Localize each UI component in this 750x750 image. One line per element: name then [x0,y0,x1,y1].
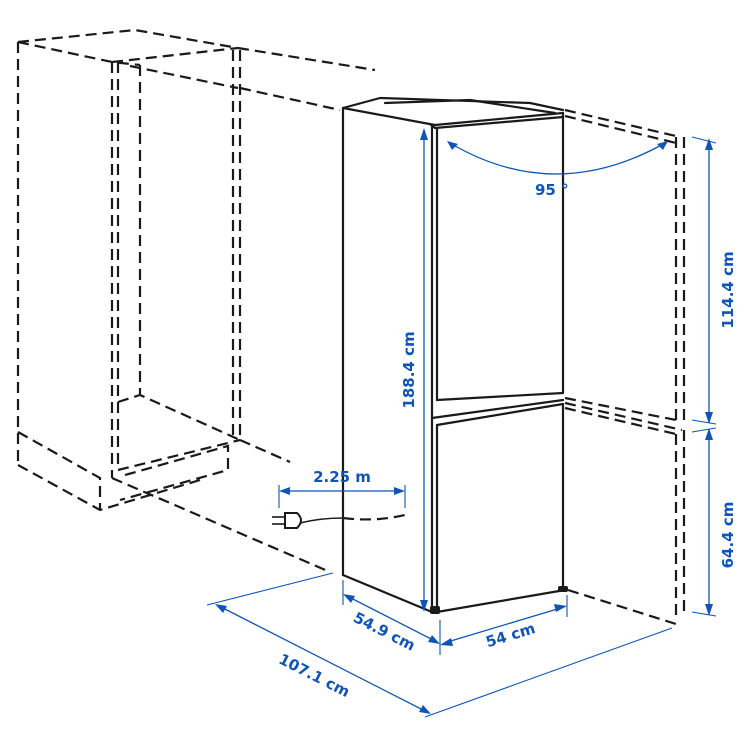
lower-niche-height-dimension: 64.4 cm [691,427,737,617]
appliance-width-dimension: 54 cm [440,595,568,651]
lower-niche-height-label: 64.4 cm [719,502,737,569]
fridge-freezer [341,96,568,614]
appliance-height-label: 188.4 cm [400,331,418,408]
upper-niche-height-label: 114.4 cm [719,251,737,328]
appliance-width-label: 54 cm [484,619,538,651]
niche-outline [564,108,686,626]
total-depth-label: 107.1 cm [276,650,353,701]
power-cord [272,512,406,529]
door-angle-dimension: 95 ° [447,141,668,199]
upper-niche-height-dimension: 114.4 cm [691,136,737,425]
appliance-height-dimension: 188.4 cm [400,128,428,612]
tall-cabinet-outline [16,28,376,574]
cable-length-dimension: 2.25 m [278,468,406,508]
plug-icon [272,512,302,529]
door-angle-label: 95 ° [535,181,569,199]
cable-length-label: 2.25 m [313,468,371,486]
appliance-depth-dimension: 54.9 cm [342,580,441,655]
